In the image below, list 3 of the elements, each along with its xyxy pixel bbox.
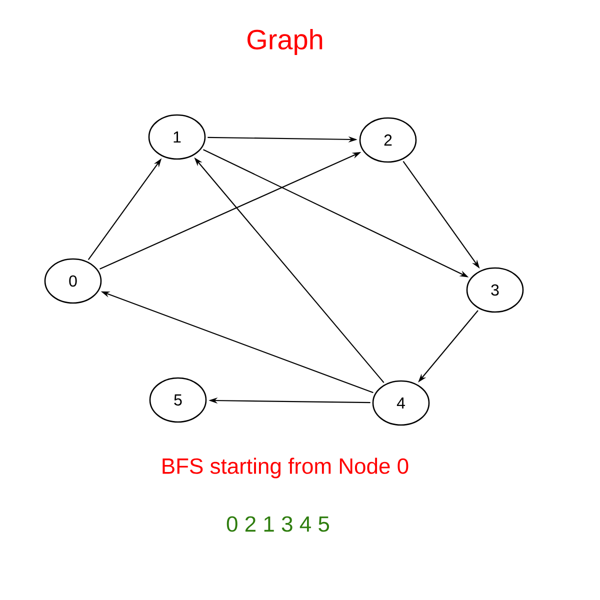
title: Graph (248, 28, 322, 56)
result-heading: BFS starting from Node 0 (162, 458, 408, 478)
traversal-order: 0 2 1 3 4 5 (226, 516, 330, 532)
